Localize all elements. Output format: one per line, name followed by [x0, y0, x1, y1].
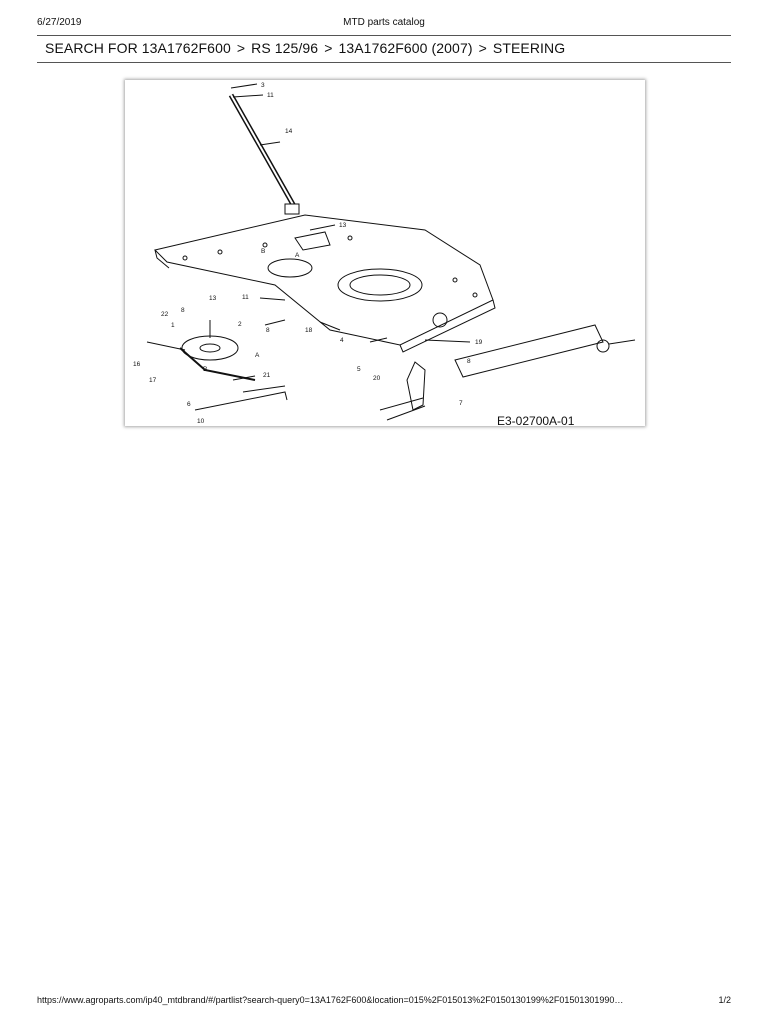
callout-label: 13	[209, 295, 217, 302]
callout-label: 4	[340, 337, 344, 344]
callout-label: 14	[285, 128, 293, 135]
callout-label: 6	[187, 401, 191, 408]
callout-label: 7	[459, 400, 463, 407]
callout-label: 11	[267, 92, 274, 99]
breadcrumb-item-year[interactable]: 13A1762F600 (2007)	[338, 40, 473, 56]
diagram-code: E3-02700A-01	[497, 414, 575, 426]
page-title: MTD parts catalog	[343, 17, 425, 28]
steering-parts-diagram: 3 11 14 13 B A 8 13 22 1 11 2 8 18 4 16 …	[125, 80, 645, 426]
breadcrumb: SEARCH FOR 13A1762F600 > RS 125/96 >13A1762…	[45, 40, 565, 56]
callout-label: 11	[242, 294, 249, 301]
header-divider-bottom	[37, 62, 731, 63]
callout-label: 16	[133, 361, 141, 368]
breadcrumb-item-steering[interactable]: STEERING	[492, 40, 566, 56]
callout-label: 17	[149, 377, 157, 384]
callout-label: 20	[373, 375, 381, 382]
callout-label: 8	[266, 327, 270, 334]
page-url: https://www.agroparts.com/ip40_mtdbrand/…	[37, 995, 624, 1005]
callout-label: A	[295, 252, 300, 259]
callout-label: 2	[238, 321, 242, 328]
exploded-view-drawing: 3 11 14 13 B A 8 13 22 1 11 2 8 18 4 16 …	[133, 82, 636, 426]
callout-label: 1	[171, 322, 175, 329]
callout-label: A	[255, 352, 260, 359]
breadcrumb-separator: >	[324, 40, 333, 56]
header-divider-top	[37, 35, 731, 36]
callout-label: 21	[263, 372, 271, 379]
callout-label: 5	[357, 366, 361, 373]
callout-label: 8	[181, 307, 185, 314]
breadcrumb-separator: >	[478, 40, 487, 56]
callout-label: 3	[261, 82, 265, 89]
page-number: 1/2	[718, 995, 731, 1005]
breadcrumb-separator: >	[236, 40, 246, 56]
breadcrumb-item-model[interactable]: RS 125/96	[251, 40, 319, 56]
callout-label: 22	[161, 311, 169, 318]
callout-label: 8	[467, 358, 471, 365]
callout-label: 19	[475, 339, 483, 346]
callout-label: 10	[197, 418, 205, 425]
page-date: 6/27/2019	[37, 17, 82, 28]
callout-label: 18	[305, 327, 313, 334]
callout-label: B	[203, 366, 207, 373]
breadcrumb-item-search[interactable]: SEARCH FOR 13A1762F600	[45, 40, 231, 56]
callout-label: B	[261, 248, 265, 255]
callout-label: 13	[339, 222, 347, 229]
